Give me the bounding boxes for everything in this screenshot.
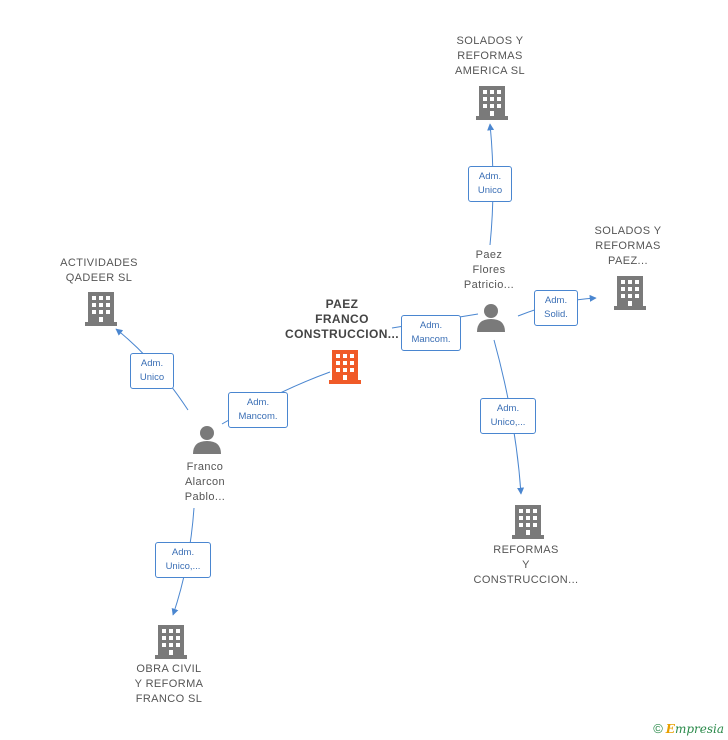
building-icon-obra-civil[interactable] xyxy=(154,623,188,659)
edge-label-paez-to-america[interactable]: Adm. Unico xyxy=(468,166,512,202)
person-icon-franco[interactable] xyxy=(192,424,222,454)
node-franco-person-label[interactable]: Franco Alarcon Pablo... xyxy=(184,461,226,503)
node-main-label[interactable]: PAEZ FRANCO CONSTRUCCION... xyxy=(285,297,399,341)
building-icon-main[interactable] xyxy=(328,348,362,384)
node-paez-person-label[interactable]: Paez Flores Patricio... xyxy=(463,249,515,291)
node-solados-paez-label[interactable]: SOLADOS Y REFORMAS PAEZ... xyxy=(594,225,662,267)
brand-footer: © Empresia xyxy=(653,721,724,736)
building-icon-solados-america[interactable] xyxy=(475,84,509,120)
building-icon-solados-paez[interactable] xyxy=(613,274,647,310)
copyright-symbol: © xyxy=(653,721,663,736)
edge-label-paez-to-solados-paez[interactable]: Adm. Solid. xyxy=(534,290,578,326)
node-actividades-label[interactable]: ACTIVIDADES QADEER SL xyxy=(60,257,138,284)
building-icon-reformas-construccion[interactable] xyxy=(511,503,545,539)
edge-label-franco-to-main[interactable]: Adm. Mancom. xyxy=(228,392,288,428)
node-solados-america-label[interactable]: SOLADOS Y REFORMAS AMERICA SL xyxy=(454,35,526,77)
edge-label-franco-to-obra[interactable]: Adm. Unico,... xyxy=(155,542,211,578)
brand-logo: Empresia xyxy=(665,721,724,736)
node-reformas-construccion-label[interactable]: REFORMAS Y CONSTRUCCION... xyxy=(473,544,579,586)
node-obra-civil-label[interactable]: OBRA CIVIL Y REFORMA FRANCO SL xyxy=(134,663,204,705)
edge-label-paez-to-reformas[interactable]: Adm. Unico,... xyxy=(480,398,536,434)
edge-label-paez-to-main[interactable]: Adm. Mancom. xyxy=(401,315,461,351)
building-icon-actividades[interactable] xyxy=(84,290,118,326)
edge-label-franco-to-actividades[interactable]: Adm. Unico xyxy=(130,353,174,389)
person-icon-paez[interactable] xyxy=(476,302,506,332)
